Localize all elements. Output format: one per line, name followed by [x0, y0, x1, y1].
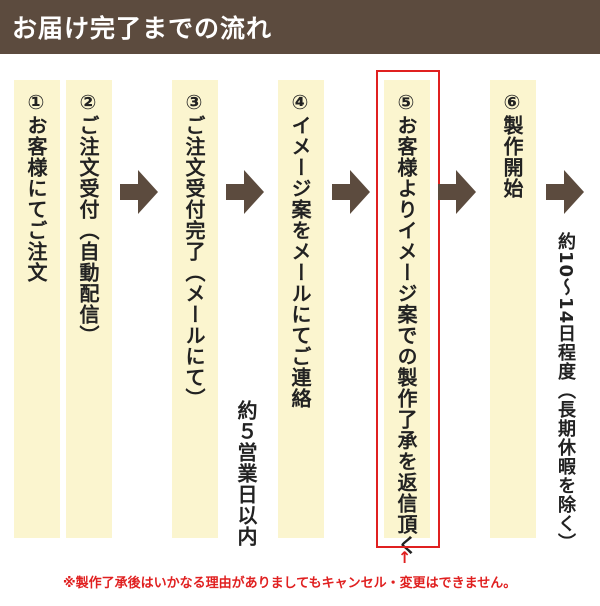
step-4-text: イメージ案をメールにてご連絡	[288, 115, 312, 409]
page-title: お届け完了までの流れ	[12, 14, 273, 43]
cancellation-note: ※製作了承後はいかなる理由がありましてもキャンセル・変更はできません。	[63, 576, 517, 591]
step-2-number: ②	[76, 90, 100, 115]
flow-arrow-icon	[120, 170, 158, 214]
flow-arrow-icon	[332, 170, 370, 214]
step-5-number: ⑤	[394, 90, 418, 115]
production-duration-text: 約10〜14日程度	[555, 232, 576, 382]
production-duration: 約10〜14日程度（長期休暇を除く）	[555, 232, 576, 553]
step-4-panel: ④イメージ案をメールにてご連絡	[278, 80, 324, 538]
step-4-label: ④イメージ案をメールにてご連絡	[288, 90, 312, 409]
step-3-label: ③ご注文受付完了（メールにて）	[182, 90, 206, 409]
step-3-number: ③	[182, 90, 206, 115]
production-duration-note: （長期休暇を除く）	[555, 381, 576, 553]
flow-arrow-icon	[226, 170, 264, 214]
step-5-label: ⑤お客様よりイメージ案での製作了承を返信頂く	[394, 90, 418, 556]
step-1-text: お客様にてご注文	[24, 115, 48, 283]
step-6-panel: ⑥製作開始	[490, 80, 536, 538]
up-arrow-icon: ↑	[398, 548, 412, 567]
approval-duration: 約５営業日以内	[234, 400, 258, 547]
step-1-number: ①	[24, 90, 48, 115]
step-1-panel: ①お客様にてご注文	[14, 80, 60, 538]
step-4-number: ④	[288, 90, 312, 115]
step-2-text: ご注文受付	[76, 115, 100, 220]
step-6-text: 製作開始	[500, 115, 524, 199]
step-2-subtext: （自動配信）	[76, 220, 100, 346]
step-3-subtext: （メールにて）	[182, 262, 206, 409]
page-header: お届け完了までの流れ	[0, 0, 600, 54]
step-6-label: ⑥製作開始	[500, 90, 524, 199]
step-5-highlight-frame	[376, 70, 440, 548]
flow-arrow-icon	[438, 170, 476, 214]
step-2-label: ②ご注文受付（自動配信）	[76, 90, 100, 346]
step-3-text: ご注文受付完了	[182, 115, 206, 262]
step-5-text: お客様よりイメージ案での製作了承を返信頂く	[394, 115, 418, 556]
step-3-panel: ③ご注文受付完了（メールにて）	[172, 80, 218, 538]
step-1-label: ①お客様にてご注文	[24, 90, 48, 283]
step-6-number: ⑥	[500, 90, 524, 115]
step-5-panel: ⑤お客様よりイメージ案での製作了承を返信頂く	[384, 80, 430, 556]
step-2-panel: ②ご注文受付（自動配信）	[66, 80, 112, 538]
flow-arrow-icon	[546, 170, 584, 214]
